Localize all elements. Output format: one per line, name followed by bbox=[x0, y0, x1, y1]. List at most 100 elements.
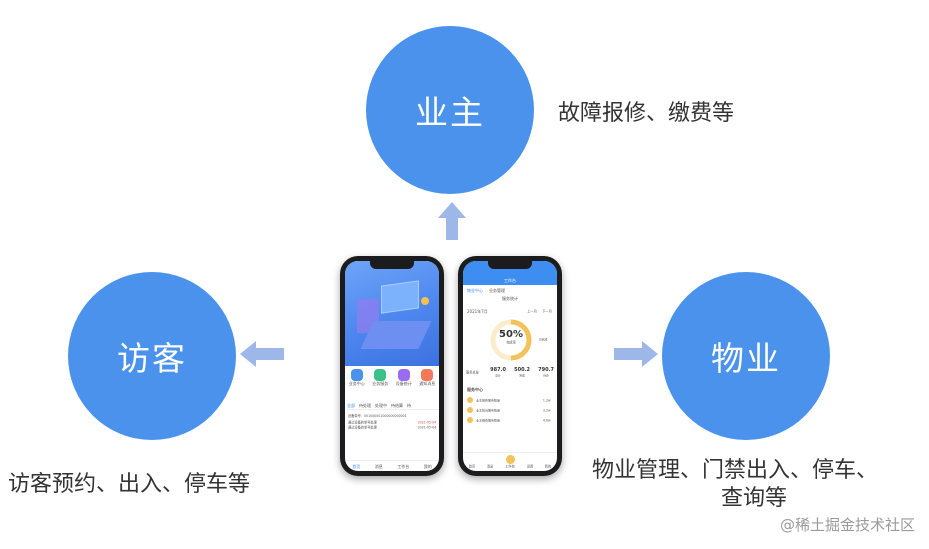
progress-gauge bbox=[490, 319, 532, 361]
gauge-value: 50% bbox=[499, 329, 523, 340]
phone-notch bbox=[488, 261, 532, 269]
coin-icon bbox=[467, 407, 473, 413]
phone-right-screen: 工作台 物业中心 业务管理 服务统计 2021年7月 上一月 下一月 50% 完… bbox=[463, 261, 557, 471]
nav-item[interactable]: 工作台 bbox=[397, 464, 410, 469]
node-owner: 业主 bbox=[366, 26, 534, 194]
app-header-title: 工作台 bbox=[504, 278, 516, 283]
list-item[interactable]: 通过设备的单号处理 2021-05-04 bbox=[348, 420, 436, 425]
nav-item[interactable]: 设置 bbox=[526, 464, 534, 469]
order-list: 设备单号：001000001000000000001 通过设备的单号处理 202… bbox=[348, 414, 436, 430]
list-item-text: 通过设备的单号处理 bbox=[348, 420, 377, 425]
arrow-up-to-owner bbox=[438, 202, 466, 240]
node-owner-label: 业主 bbox=[415, 93, 485, 132]
list-item-text: 业主缴费服务数量 bbox=[476, 418, 500, 422]
service-list-title: 服务中心 bbox=[467, 387, 483, 392]
nav-item-center[interactable]: 工作台 bbox=[504, 455, 516, 469]
stats-label: 服务总量 bbox=[466, 370, 479, 375]
property-caption-line1: 物业管理、门禁出入、停车、 bbox=[592, 458, 879, 483]
stat-sub: 待办 bbox=[543, 373, 549, 378]
visitor-caption: 访客预约、出入、停车等 bbox=[8, 472, 251, 497]
workbench-icon bbox=[505, 455, 515, 464]
month-label: 2021年7月 bbox=[467, 309, 488, 314]
nav-item[interactable]: 首页 bbox=[352, 464, 361, 469]
list-item-value: 4.6w bbox=[543, 418, 551, 422]
stat-value: 500.2 bbox=[514, 367, 530, 373]
menu-label: 通知消息 bbox=[419, 381, 436, 386]
coin-icon bbox=[467, 397, 473, 403]
tab-item[interactable]: 物业中心 bbox=[467, 288, 483, 293]
stat-sub: 总计 bbox=[495, 373, 501, 378]
stat-sub: 完成 bbox=[519, 373, 525, 378]
menu-item[interactable]: 业务服务 bbox=[372, 369, 388, 395]
bottom-nav: 首页 消息 工作台 设置 我的 bbox=[463, 452, 557, 469]
gauge-label: 完成率 bbox=[506, 340, 516, 345]
coin-icon bbox=[467, 417, 473, 423]
list-item-time: 2021-05-04 bbox=[417, 425, 436, 430]
nav-item[interactable]: 消息 bbox=[486, 464, 494, 469]
month-row: 2021年7月 上一月 下一月 bbox=[467, 309, 553, 314]
nav-item[interactable]: 首页 bbox=[468, 464, 476, 469]
menu-icon bbox=[350, 369, 363, 381]
menu-icon bbox=[421, 369, 434, 381]
list-item-value: 3.2w bbox=[543, 408, 551, 412]
nav-item-label: 工作台 bbox=[505, 464, 515, 469]
tab-item[interactable]: 全部 bbox=[347, 403, 355, 408]
phone-notch bbox=[370, 261, 414, 269]
menu-item[interactable]: 业务中心 bbox=[349, 369, 365, 395]
menu-label: 业务中心 bbox=[348, 381, 365, 386]
tab-item[interactable]: 待 bbox=[407, 403, 411, 408]
month-nav: 上一月 下一月 bbox=[526, 309, 553, 314]
stat-value: 790.7 bbox=[538, 367, 554, 373]
list-item[interactable]: 业主投诉服务数量 3.2w bbox=[467, 405, 551, 415]
hero-illustration bbox=[345, 261, 439, 366]
tab-row: 物业中心 业务管理 bbox=[467, 288, 505, 293]
order-title: 设备单号：001000001000000000001 bbox=[348, 414, 407, 418]
menu-item[interactable]: 设备统计 bbox=[396, 369, 412, 395]
node-property-label: 物业 bbox=[711, 339, 781, 378]
list-item-text: 业主投诉服务数量 bbox=[476, 408, 500, 412]
owner-caption: 故障报修、缴费等 bbox=[558, 101, 735, 126]
list-item[interactable]: 业主缴费服务数量 4.6w bbox=[467, 415, 551, 425]
node-visitor-label: 访客 bbox=[117, 339, 187, 378]
tab-item[interactable]: 待处理 bbox=[359, 403, 371, 408]
property-caption-line2: 查询等 bbox=[721, 486, 788, 511]
service-list: 业主报修服务数量 1.2w 业主投诉服务数量 3.2w 业主缴费服务数量 4.6… bbox=[467, 395, 551, 425]
section-title: 服务统计 bbox=[502, 296, 518, 301]
menu-item[interactable]: 通知消息 bbox=[419, 369, 435, 395]
tab-item[interactable]: 待结算 bbox=[391, 403, 403, 408]
nav-item[interactable]: 我的 bbox=[423, 464, 432, 469]
stats-row: 服务总量 987.0 总计 500.2 完成 790.7 待办 bbox=[466, 367, 554, 378]
list-item-text: 业主报修服务数量 bbox=[476, 398, 500, 402]
tab-item[interactable]: 业务管理 bbox=[489, 288, 505, 293]
stat-value: 987.0 bbox=[490, 367, 506, 373]
month-next-button[interactable]: 下一月 bbox=[542, 309, 552, 314]
list-item-value: 1.2w bbox=[543, 398, 551, 402]
nav-item[interactable]: 消息 bbox=[374, 464, 383, 469]
list-item-time: 2021-05-04 bbox=[417, 420, 436, 425]
node-visitor: 访客 bbox=[68, 272, 236, 440]
tab-item[interactable]: 处理中 bbox=[375, 403, 387, 408]
menu-icon bbox=[397, 369, 410, 381]
menu-row: 业务中心 业务服务 设备统计 通知消息 bbox=[345, 369, 439, 395]
gauge-center: 50% 完成率 bbox=[489, 329, 533, 345]
stat-item: 500.2 完成 bbox=[514, 367, 530, 378]
arrow-right-to-property bbox=[614, 341, 658, 367]
list-item-text: 通过设备的单号处理 bbox=[348, 425, 377, 430]
arrow-left-to-visitor bbox=[240, 341, 284, 367]
tab-row: 全部 待处理 处理中 待结算 待 bbox=[347, 403, 439, 410]
month-prev-button[interactable]: 上一月 bbox=[527, 309, 537, 314]
bottom-nav: 首页 消息 工作台 我的 bbox=[345, 460, 439, 469]
phone-right: 工作台 物业中心 业务管理 服务统计 2021年7月 上一月 下一月 50% 完… bbox=[458, 256, 562, 476]
menu-icon bbox=[374, 369, 387, 381]
menu-label: 设备统计 bbox=[395, 381, 412, 386]
watermark: @稀土掘金技术社区 bbox=[779, 516, 915, 534]
nav-item[interactable]: 我的 bbox=[544, 464, 552, 469]
phone-left-screen: 业务中心 业务服务 设备统计 通知消息 全部 待处理 处理中 待结算 待 bbox=[345, 261, 439, 471]
gauge-legend: 已完成 bbox=[539, 337, 548, 342]
menu-label: 业务服务 bbox=[372, 381, 389, 386]
stat-item: 790.7 待办 bbox=[538, 367, 554, 378]
node-property: 物业 bbox=[662, 272, 830, 440]
stat-item: 987.0 总计 bbox=[490, 367, 506, 378]
list-item[interactable]: 通过设备的单号处理 2021-05-04 bbox=[348, 425, 436, 430]
list-item[interactable]: 业主报修服务数量 1.2w bbox=[467, 395, 551, 405]
